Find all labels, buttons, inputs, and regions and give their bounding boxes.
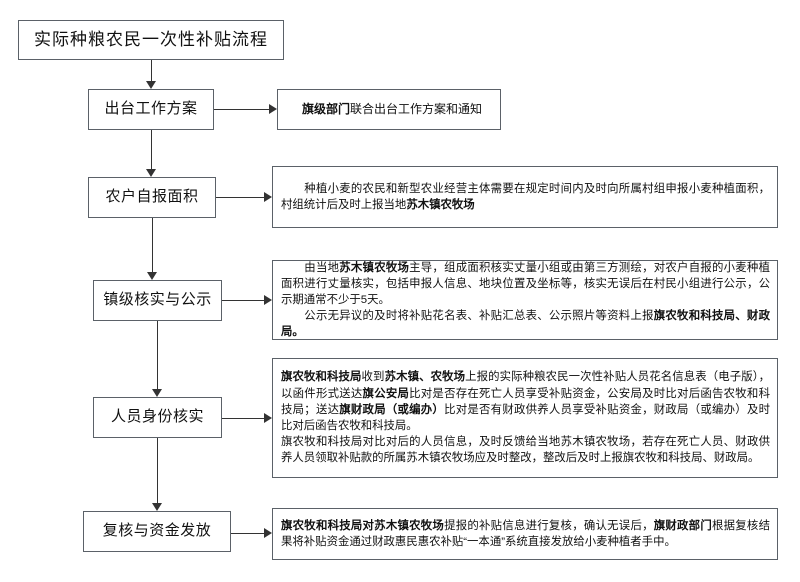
connector-step-3-to-step-4 — [157, 321, 158, 389]
flow-node-step-4[interactable]: 人员身份核实 — [93, 397, 222, 438]
text-run: 公示无异议的及时将补贴花名表、补贴汇总表、公示照片等资料上报 — [281, 310, 654, 323]
connector-step-3-to-detail-3 — [222, 300, 264, 301]
flow-node-step-1[interactable]: 出台工作方案 — [88, 89, 214, 130]
emphasis-run: 旗财政局（或编办） — [339, 403, 445, 416]
detail-box-2-text: 种植小麦的农民和新型农业经营主体需要在规定时间内及时向所属村组申报小麦种植面积，… — [273, 178, 777, 216]
arrowhead-step-3-to-detail-3 — [264, 295, 272, 305]
emphasis-run: 旗级部门 — [302, 101, 351, 116]
connector-step-1-to-detail-1 — [214, 109, 269, 110]
text-run: 比对是否存在死亡人员享受补贴资金，公安局及时比对后函告农牧和科技局；送达 — [281, 387, 770, 416]
detail-paragraph: 旗农牧和科技局对比对后的人员信息，及时反馈给当地苏木镇农牧场，若存在死亡人员、财… — [281, 434, 770, 466]
connector-step-1-to-step-2 — [151, 130, 152, 169]
flow-node-step-4-label: 人员身份核实 — [110, 408, 204, 426]
arrowhead-step-3-to-step-4 — [152, 389, 162, 397]
flow-node-step-2-label: 农户自报面积 — [105, 188, 199, 206]
text-run: 比对是否有财政供养人员享受补贴资金，财政局（或编办）及时比对后函告农牧和科技局。 — [281, 403, 770, 432]
arrowhead-step-1-to-detail-1 — [269, 104, 277, 114]
flow-node-step-3-label: 镇级核实与公示 — [103, 291, 212, 309]
detail-paragraph: 公示无异议的及时将补贴花名表、补贴汇总表、公示照片等资料上报旗农牧和科技局、财政… — [281, 308, 770, 340]
text-run: 上报的实际种粮农民一次性补贴人员花名信息表（电子版），以函件形式送达 — [281, 371, 770, 400]
detail-paragraph: 旗农牧和科技局对苏木镇农牧场提报的补贴信息进行复核，确认无误后，旗财政部门根据复… — [281, 518, 770, 550]
flow-node-title-label: 实际种粮农民一次性补贴流程 — [34, 30, 268, 50]
emphasis-run: 苏木镇农牧场 — [406, 199, 475, 211]
detail-paragraph: 旗级部门联合出台工作方案和通知 — [302, 101, 493, 118]
emphasis-run: 旗农牧和科技局对苏木镇农牧场 — [281, 519, 445, 532]
emphasis-run: 旗财政部门 — [653, 519, 712, 532]
detail-box-1[interactable]: 旗级部门联合出台工作方案和通知 — [277, 89, 501, 130]
emphasis-run: 苏木镇、农牧场 — [384, 371, 466, 384]
arrowhead-step-2-to-detail-2 — [264, 192, 272, 202]
detail-paragraph: 旗农牧和科技局收到苏木镇、农牧场上报的实际种粮农民一次性补贴人员花名信息表（电子… — [281, 369, 770, 434]
arrowhead-step-2-to-step-3 — [147, 272, 157, 280]
text-run: 联合出台工作方案和通知 — [350, 101, 483, 116]
connector-step-4-to-step-5 — [157, 438, 158, 503]
flow-node-step-1-label: 出台工作方案 — [104, 100, 198, 118]
text-run: 根据复核结果将补贴资金通过财政惠民惠农补贴“一本通”系统直接发放给小麦种植者手中… — [281, 519, 770, 548]
detail-paragraph: 种植小麦的农民和新型农业经营主体需要在规定时间内及时向所属村组申报小麦种植面积，… — [281, 181, 770, 213]
flow-node-step-2[interactable]: 农户自报面积 — [88, 177, 216, 218]
connector-title-to-step-1 — [151, 60, 152, 81]
connector-step-4-to-detail-4 — [222, 418, 264, 419]
text-run: 提报的补贴信息进行复核，确认无误后， — [444, 519, 654, 532]
text-run: 旗农牧和科技局对比对后的人员信息，及时反馈给当地苏木镇农牧场，若存在死亡人员、财… — [281, 436, 770, 465]
arrowhead-step-1-to-step-2 — [146, 169, 156, 177]
detail-box-3[interactable]: 由当地苏木镇农牧场主导，组成面积核实丈量小组或由第三方测绘，对农户自报的小麦种植… — [272, 260, 778, 340]
detail-box-5[interactable]: 旗农牧和科技局对苏木镇农牧场提报的补贴信息进行复核，确认无误后，旗财政部门根据复… — [272, 508, 778, 560]
detail-box-4-text: 旗农牧和科技局收到苏木镇、农牧场上报的实际种粮农民一次性补贴人员花名信息表（电子… — [273, 366, 777, 469]
flow-node-step-5-label: 复核与资金发放 — [102, 522, 212, 540]
connector-step-2-to-detail-2 — [216, 197, 264, 198]
emphasis-run: 旗公安局 — [362, 387, 410, 400]
connector-step-5-to-detail-5 — [231, 533, 264, 534]
text-run: 主导，组成面积核实丈量小组或由第三方测绘，对农户自报的小麦种植面积进行丈量核实，… — [281, 261, 770, 306]
emphasis-run: 旗农牧和科技局 — [281, 371, 362, 384]
flow-node-title[interactable]: 实际种粮农民一次性补贴流程 — [18, 20, 284, 60]
flow-node-step-5[interactable]: 复核与资金发放 — [83, 511, 231, 552]
detail-box-2[interactable]: 种植小麦的农民和新型农业经营主体需要在规定时间内及时向所属村组申报小麦种植面积，… — [272, 166, 778, 228]
flow-node-step-3[interactable]: 镇级核实与公示 — [93, 280, 222, 321]
detail-box-3-text: 由当地苏木镇农牧场主导，组成面积核实丈量小组或由第三方测绘，对农户自报的小麦种植… — [273, 257, 777, 344]
text-run: 收到 — [361, 371, 385, 384]
detail-box-1-text: 旗级部门联合出台工作方案和通知 — [278, 98, 500, 121]
text-run: 由当地 — [281, 261, 340, 274]
arrowhead-title-to-step-1 — [146, 81, 156, 89]
emphasis-run: 旗农牧和科技局、财政局。 — [281, 310, 770, 339]
arrowhead-step-4-to-detail-4 — [264, 413, 272, 423]
detail-box-5-text: 旗农牧和科技局对苏木镇农牧场提报的补贴信息进行复核，确认无误后，旗财政部门根据复… — [273, 515, 777, 553]
connector-step-2-to-step-3 — [152, 218, 153, 272]
arrowhead-step-5-to-detail-5 — [264, 528, 272, 538]
arrowhead-step-4-to-step-5 — [152, 503, 162, 511]
detail-paragraph: 由当地苏木镇农牧场主导，组成面积核实丈量小组或由第三方测绘，对农户自报的小麦种植… — [281, 260, 770, 309]
detail-box-4[interactable]: 旗农牧和科技局收到苏木镇、农牧场上报的实际种粮农民一次性补贴人员花名信息表（电子… — [272, 358, 778, 478]
emphasis-run: 苏木镇农牧场 — [339, 261, 410, 274]
text-run: 种植小麦的农民和新型农业经营主体需要在规定时间内及时向所属村组申报小麦种植面积，… — [281, 182, 770, 211]
